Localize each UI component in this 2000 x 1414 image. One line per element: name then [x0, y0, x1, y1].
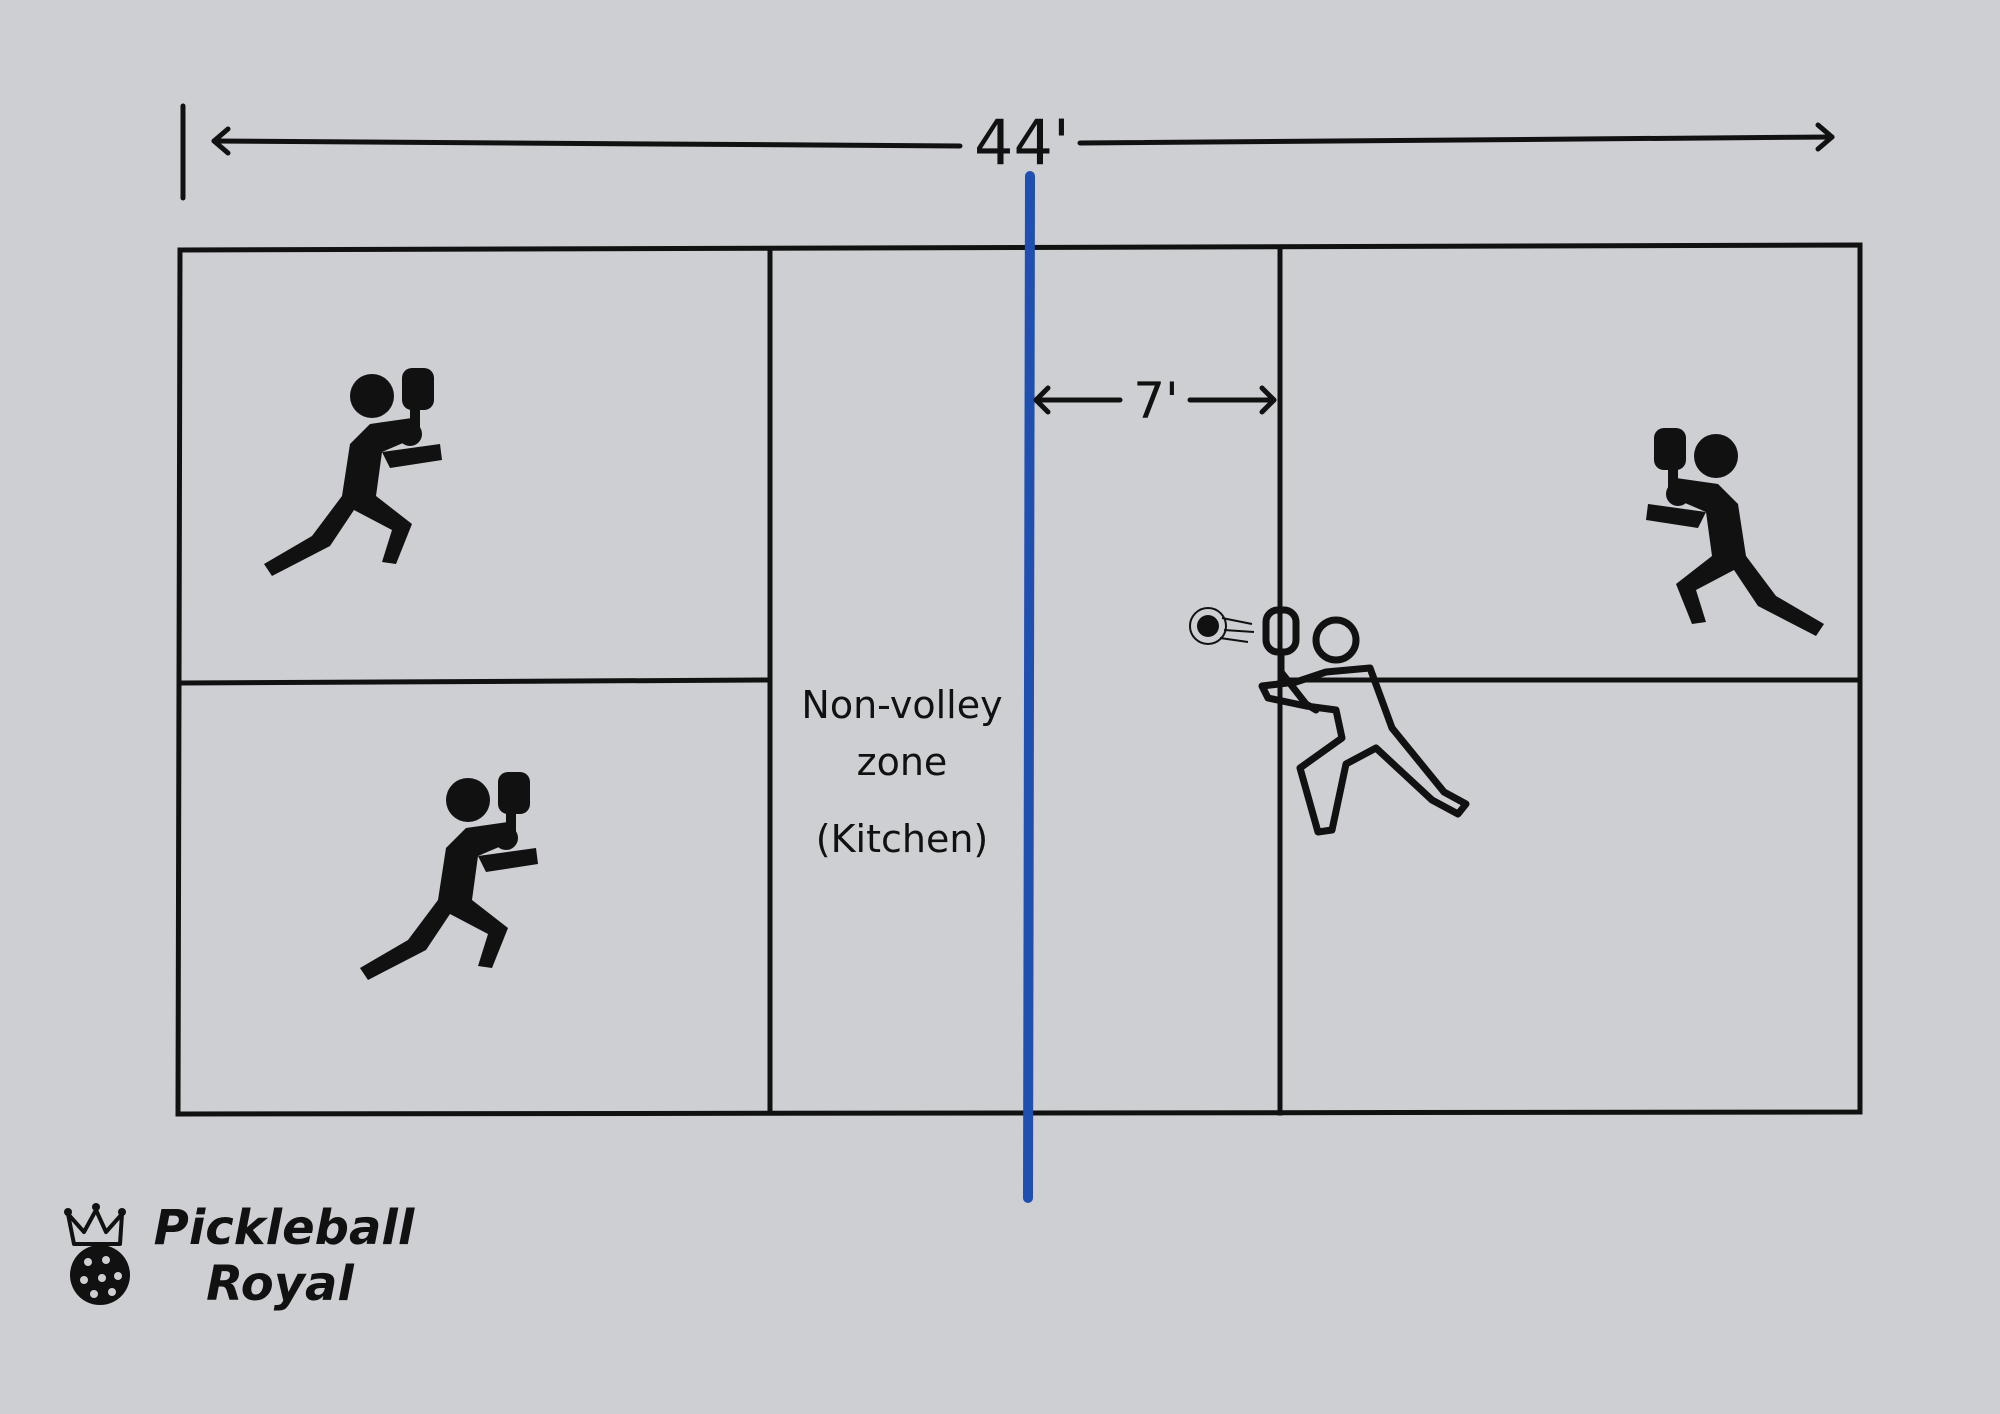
player-top-left-icon	[264, 368, 442, 576]
left-center-line	[179, 677, 773, 686]
kitchen-depth-label: 7'	[1133, 372, 1179, 430]
kitchen-label-line2: zone	[857, 740, 948, 784]
court-boundary	[175, 242, 1863, 1117]
crowned-pickleball-logo-icon	[64, 1203, 130, 1305]
kitchen-label: Non-volley zone (Kitchen)	[801, 683, 1002, 861]
length-arrow-right-icon	[1815, 122, 1835, 152]
kitchen-depth-dimension: 7'	[1033, 372, 1277, 430]
length-dimension: 44'	[180, 103, 1835, 201]
net-line	[1023, 171, 1035, 1203]
length-dimension-right-line	[1077, 134, 1835, 146]
brand-name-line2: Royal	[206, 1256, 354, 1312]
kitchen-arrow-right-icon	[1259, 385, 1277, 415]
player-bottom-left-icon	[360, 772, 538, 980]
player-outline-icon	[1262, 610, 1466, 832]
ball-motion-icon	[1189, 607, 1255, 645]
brand-logo: Pickleball Royal	[64, 1200, 415, 1312]
length-label: 44'	[974, 106, 1070, 179]
kitchen-label-line3: (Kitchen)	[816, 817, 988, 861]
player-top-right-icon	[1646, 428, 1824, 636]
kitchen-label-line1: Non-volley	[801, 683, 1002, 727]
brand-name-line1: Pickleball	[154, 1200, 415, 1256]
length-dimension-left-line	[211, 138, 963, 149]
